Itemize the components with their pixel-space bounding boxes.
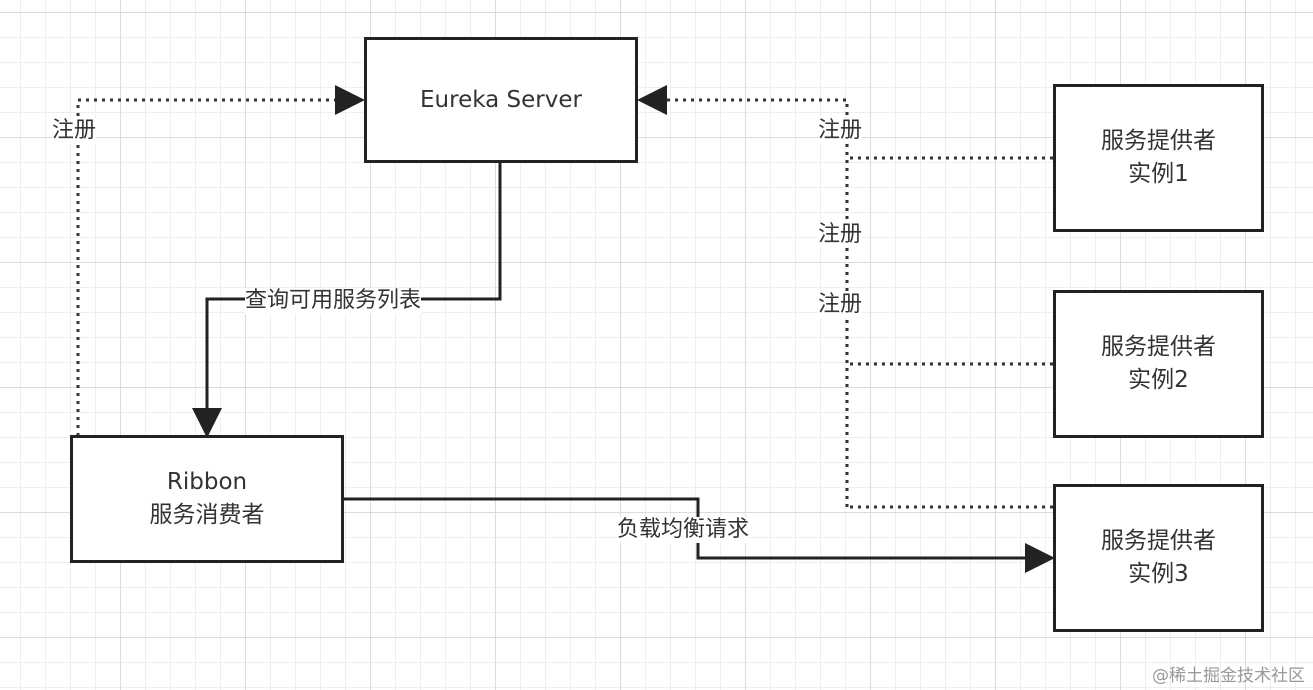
provider-3-instance: 实例3 bbox=[1128, 561, 1189, 587]
provider-instance-3-node: 服务提供者 实例3 bbox=[1053, 484, 1264, 632]
load-balance-label: 负载均衡请求 bbox=[617, 517, 750, 543]
provider-2-title: 服务提供者 bbox=[1101, 334, 1216, 360]
provider-1-instance: 实例1 bbox=[1128, 161, 1189, 187]
ribbon-label: Ribbon bbox=[166, 469, 248, 495]
provider-instance-1-node: 服务提供者 实例1 bbox=[1053, 84, 1264, 232]
provider2-register-label: 注册 bbox=[818, 222, 863, 248]
watermark-text: @稀土掘金技术社区 bbox=[1152, 666, 1305, 686]
ribbon-consumer-node: Ribbon 服务消费者 bbox=[70, 435, 344, 563]
ribbon-register-label: 注册 bbox=[52, 118, 97, 144]
eureka-server-label: Eureka Server bbox=[420, 86, 582, 113]
provider-register-trunk bbox=[637, 85, 849, 507]
provider-1-title: 服务提供者 bbox=[1101, 128, 1216, 154]
provider-3-title: 服务提供者 bbox=[1101, 528, 1216, 554]
provider-instance-2-node: 服务提供者 实例2 bbox=[1053, 290, 1264, 438]
provider1-register-label: 注册 bbox=[818, 118, 863, 144]
provider-2-instance: 实例2 bbox=[1128, 367, 1189, 393]
eureka-server-node: Eureka Server bbox=[364, 37, 638, 163]
query-services-label: 查询可用服务列表 bbox=[245, 288, 422, 314]
ribbon-register-connector bbox=[76, 85, 365, 436]
provider3-register-label: 注册 bbox=[818, 292, 863, 318]
ribbon-consumer-label: 服务消费者 bbox=[149, 502, 265, 528]
